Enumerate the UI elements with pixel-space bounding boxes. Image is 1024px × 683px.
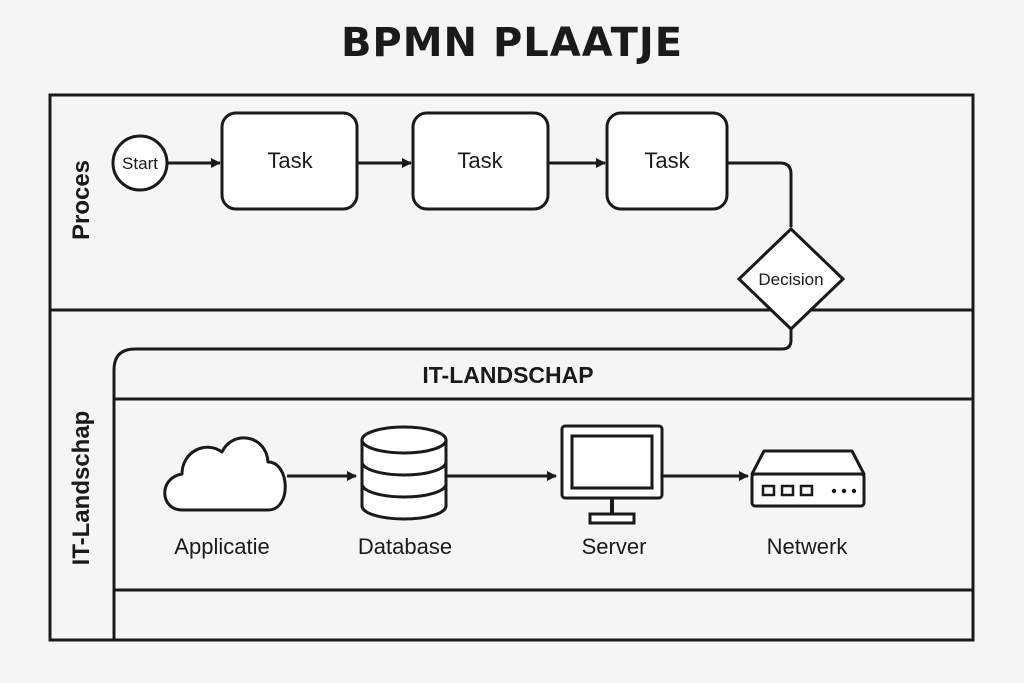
- decision-gateway[interactable]: Decision: [736, 226, 846, 332]
- flow-task3-decision: [727, 161, 793, 227]
- network-device-icon: [750, 449, 866, 508]
- component-label-applicatie: Applicatie: [174, 534, 269, 559]
- start-event-label: Start: [122, 154, 158, 173]
- diagram-title: BPMN PLAATJE: [340, 20, 684, 66]
- lane-label-proces: Proces: [68, 160, 95, 240]
- monitor-icon: [560, 424, 664, 525]
- it-landscape-header: IT-LANDSCHAP: [422, 362, 593, 388]
- cloud-icon: [163, 436, 287, 512]
- component-netwerk[interactable]: Netwerk: [750, 449, 866, 559]
- flow-decision-it: [112, 329, 793, 640]
- task-1[interactable]: Task: [220, 111, 359, 211]
- database-icon: [360, 425, 448, 521]
- component-server[interactable]: Server: [560, 424, 664, 559]
- start-event[interactable]: Start: [111, 134, 169, 192]
- lane-label-it-landschap: IT-Landschap: [68, 411, 95, 566]
- component-database[interactable]: Database: [358, 425, 452, 559]
- task-2[interactable]: Task: [411, 111, 550, 211]
- component-label-server: Server: [582, 534, 647, 559]
- task-3[interactable]: Task: [605, 111, 729, 211]
- component-label-database: Database: [358, 534, 452, 559]
- pool-border: [48, 93, 975, 642]
- decision-label: Decision: [758, 270, 823, 289]
- component-label-netwerk: Netwerk: [767, 534, 849, 559]
- task-1-label: Task: [267, 148, 313, 173]
- task-2-label: Task: [457, 148, 503, 173]
- component-applicatie[interactable]: Applicatie: [163, 436, 287, 559]
- task-3-label: Task: [644, 148, 690, 173]
